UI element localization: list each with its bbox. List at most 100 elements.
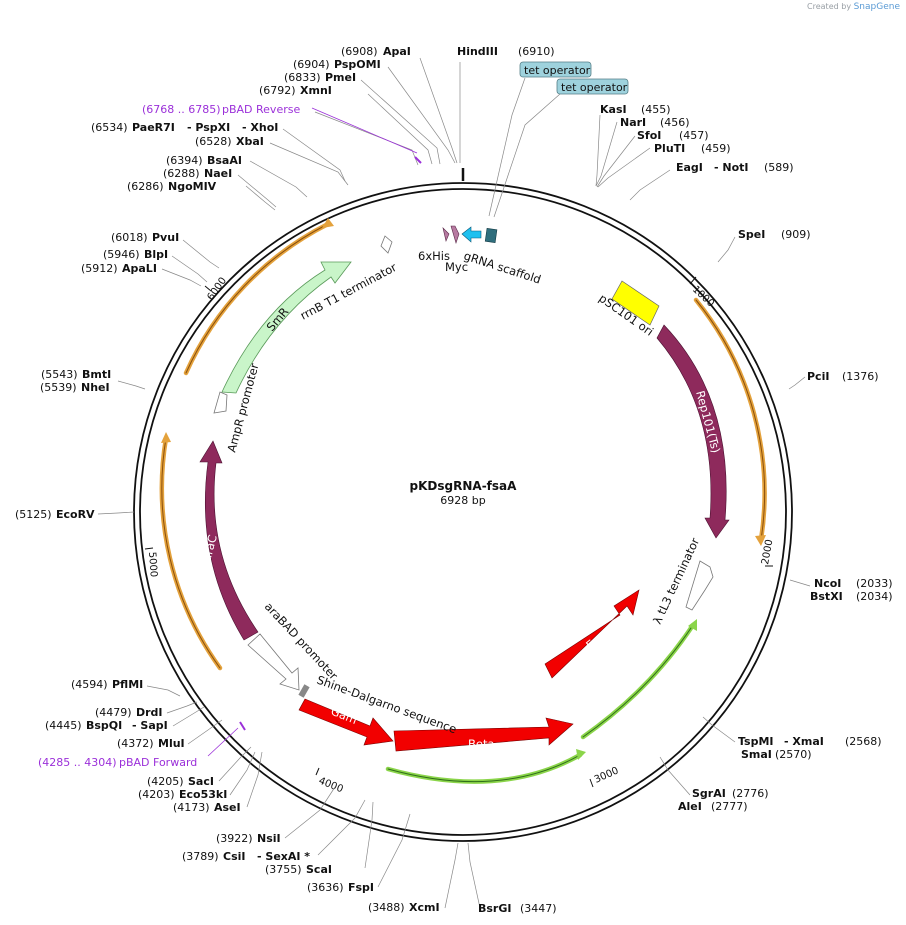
svg-text:(3636): (3636) — [307, 881, 344, 894]
svg-text:AseI: AseI — [214, 801, 241, 814]
tet-operator-1-label: tet operator — [524, 64, 591, 77]
svg-text:PaeR7I: PaeR7I — [132, 121, 175, 134]
tick-5000: 5000 — [144, 547, 159, 578]
svg-text:(6394): (6394) — [166, 154, 203, 167]
svg-text:BsrGI: BsrGI — [478, 902, 511, 915]
svg-text:(6534): (6534) — [91, 121, 128, 134]
tl3-terminator-feature — [685, 560, 714, 611]
site-bspqi: (4445) BspQI - SapI — [45, 719, 168, 732]
svg-text:AleI: AleI — [678, 800, 702, 813]
pbad-forward-name: pBAD Forward — [119, 756, 197, 769]
svg-text:SmaI: SmaI — [741, 748, 772, 761]
site-pluti: PluTI (459) — [654, 142, 731, 155]
orange-arrowhead-3 — [161, 432, 171, 443]
site-bstxi: BstXI (2034) — [810, 590, 893, 603]
svg-text:SgrAI: SgrAI — [692, 787, 726, 800]
shine-dalgarno-feature — [298, 684, 310, 698]
site-sfoi: SfoI (457) — [637, 129, 709, 142]
svg-text:TspMI: TspMI — [738, 735, 774, 748]
primer-pbad-reverse: (6768 .. 6785) pBAD Reverse — [142, 103, 422, 164]
site-kasi: KasI (455) — [600, 103, 671, 116]
svg-text:(3922): (3922) — [216, 832, 253, 845]
site-sgrai: SgrAI (2776) — [692, 787, 769, 800]
site-nari: NarI (456) — [620, 116, 690, 129]
grna-label: gRNA scaffold — [462, 249, 543, 287]
beta-feature — [393, 717, 574, 752]
site-ncoi: NcoI (2033) — [814, 577, 893, 590]
svg-text:(3755): (3755) — [265, 863, 302, 876]
tick-1000: 1000 — [689, 276, 716, 310]
svg-text:(6910): (6910) — [518, 45, 555, 58]
svg-text:(6908): (6908) — [341, 45, 378, 58]
grna-scaffold-feature — [461, 226, 482, 243]
site-mlui: (4372) MluI — [117, 737, 185, 750]
tick-label-2000: 2000 — [760, 539, 775, 566]
green-arrowhead-1 — [576, 749, 586, 760]
site-smai: SmaI (2570) — [741, 748, 812, 761]
svg-text:(4173): (4173) — [173, 801, 210, 814]
svg-text:DrdI: DrdI — [136, 706, 163, 719]
svg-text:(4205): (4205) — [147, 775, 184, 788]
site-fspi: (3636) FspI — [307, 881, 374, 894]
rep101-label: Rep101(Ts) — [693, 389, 723, 454]
svg-text:NsiI: NsiI — [257, 832, 281, 845]
exo-label: Exo — [583, 629, 608, 653]
svg-text:ApaLI: ApaLI — [122, 262, 157, 275]
site-nsii: (3922) NsiI — [216, 832, 281, 845]
svg-text:(2570): (2570) — [775, 748, 812, 761]
site-drdi: (4479) DrdI — [95, 706, 163, 719]
tet-operator-2: tet operator — [556, 78, 629, 95]
svg-text:(459): (459) — [701, 142, 731, 155]
svg-text:NheI: NheI — [81, 381, 110, 394]
svg-text:XbaI: XbaI — [236, 135, 264, 148]
svg-text:(6286): (6286) — [127, 180, 164, 193]
psc101-ori-feature — [611, 280, 660, 326]
site-asei: (4173) AseI — [173, 801, 241, 814]
svg-text:(4372): (4372) — [117, 737, 154, 750]
svg-text:(455): (455) — [641, 103, 671, 116]
tick-4000: 4000 — [315, 767, 345, 795]
ampr-promoter-feature — [213, 391, 228, 414]
site-naei: (6288) NaeI — [163, 167, 232, 180]
svg-text:(2034): (2034) — [856, 590, 893, 603]
site-nhei: (5539) NheI — [40, 381, 110, 394]
site-apai: (6908) ApaI — [341, 45, 411, 58]
svg-text:EagI: EagI — [676, 161, 703, 174]
orange-arrowhead-2 — [755, 535, 766, 546]
arac-label: araC — [199, 533, 219, 563]
svg-text:ApaI: ApaI — [383, 45, 411, 58]
svg-text:- NotI: - NotI — [714, 161, 749, 174]
svg-text:(6288): (6288) — [163, 167, 200, 180]
svg-text:(1376): (1376) — [842, 370, 879, 383]
svg-text:(5946): (5946) — [103, 248, 140, 261]
svg-text:PvuI: PvuI — [152, 231, 179, 244]
site-eco53ki: (4203) Eco53kI — [138, 788, 227, 801]
svg-text:ScaI: ScaI — [306, 863, 332, 876]
svg-text:- XmaI: - XmaI — [784, 735, 824, 748]
myc-feature — [450, 225, 460, 245]
svg-text:(456): (456) — [660, 116, 690, 129]
svg-text:(589): (589) — [764, 161, 794, 174]
svg-text:(3447): (3447) — [520, 902, 557, 915]
site-apali: (5912) ApaLI — [81, 262, 157, 275]
svg-text:(5125): (5125) — [15, 508, 52, 521]
site-eagi: EagI - NotI (589) — [676, 161, 794, 174]
site-paer7i: (6534) PaeR7I - PspXI - XhoI — [91, 121, 278, 134]
rep101-feature — [656, 324, 730, 539]
svg-text:FspI: FspI — [348, 881, 374, 894]
svg-text:SpeI: SpeI — [738, 228, 765, 241]
svg-text:XmnI: XmnI — [300, 84, 332, 97]
arabad-label: araBAD promoter — [262, 599, 341, 682]
svg-text:BmtI: BmtI — [82, 368, 111, 381]
svg-text:NarI: NarI — [620, 116, 646, 129]
svg-text:PmeI: PmeI — [325, 71, 356, 84]
exo-feature — [544, 589, 640, 679]
site-alei: AleI (2777) — [678, 800, 748, 813]
snapgene-logo: SnapGene — [853, 2, 900, 12]
tick-2000: 2000 — [760, 539, 775, 567]
site-bmti: (5543) BmtI — [41, 368, 111, 381]
6xhis-feature — [442, 227, 450, 242]
svg-text:(6904): (6904) — [293, 58, 330, 71]
svg-text:NcoI: NcoI — [814, 577, 841, 590]
svg-text:Eco53kI: Eco53kI — [179, 788, 227, 801]
